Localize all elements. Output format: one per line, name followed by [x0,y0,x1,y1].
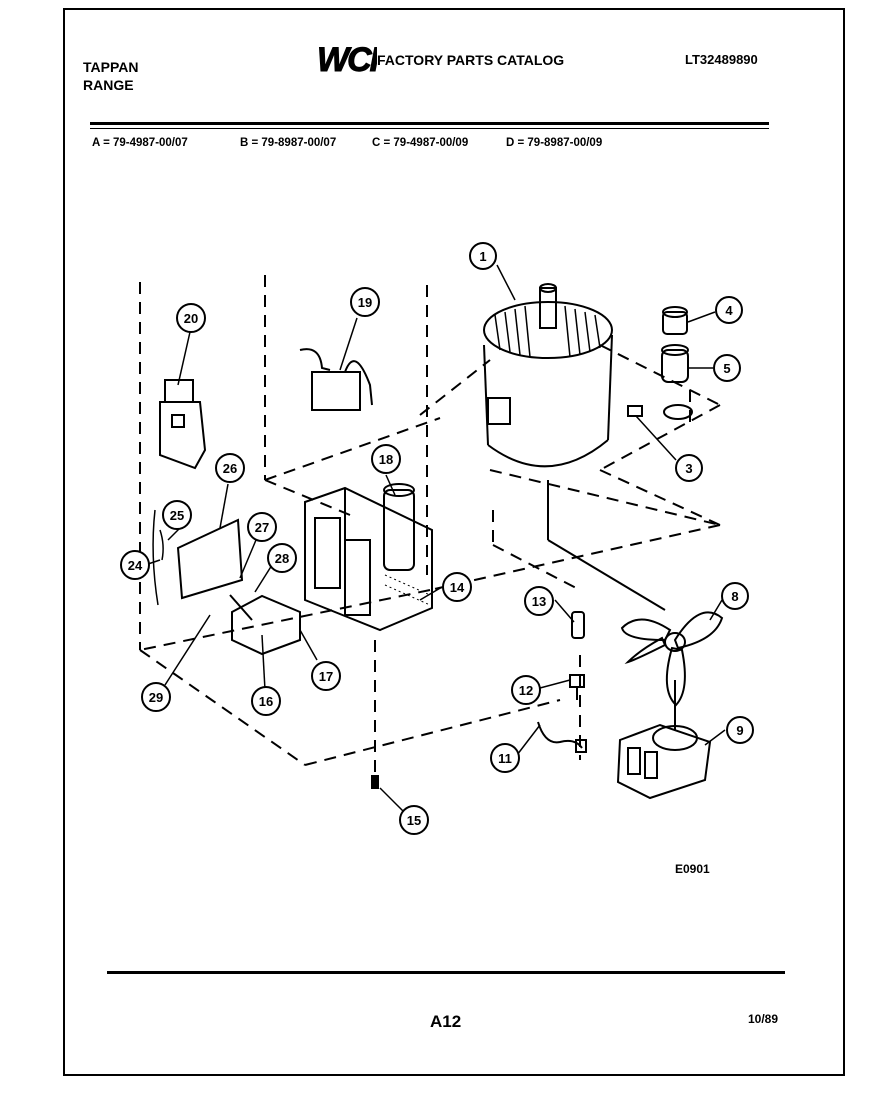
callout-12: 12 [511,675,541,705]
callout-4: 4 [715,296,743,324]
callout-14: 14 [442,572,472,602]
svg-text:12: 12 [519,683,533,698]
part-guard-16 [229,594,301,656]
part-fan-blade [620,611,724,707]
svg-text:1: 1 [479,249,486,264]
part-transformer [304,483,433,632]
svg-text:28: 28 [275,551,289,566]
brand-line-1: TAPPAN [83,59,139,75]
svg-text:19: 19 [358,295,372,310]
svg-text:4: 4 [725,303,733,318]
svg-text:18: 18 [379,452,393,467]
callout-13: 13 [524,586,554,616]
svg-text:5: 5 [723,361,730,376]
callout-11: 11 [490,743,520,773]
part-board-26 [176,518,244,600]
callout-17: 17 [311,661,341,691]
callout-24: 24 [120,550,150,580]
part-switch-12 [569,674,585,700]
callout-15: 15 [399,805,429,835]
model-number: LT32489890 [685,52,758,67]
callout-28: 28 [267,543,297,573]
callout-5: 5 [713,354,741,382]
svg-text:26: 26 [223,461,237,476]
page-number: A12 [430,1012,462,1031]
svg-text:16: 16 [259,694,273,709]
svg-text:9: 9 [736,723,743,738]
brand-block: TAPPAN RANGE [83,58,138,94]
svg-text:11: 11 [498,751,512,766]
svg-text:3: 3 [685,461,692,476]
part-bracket-13 [571,611,585,639]
variant-b: B = 79-8987-00/07 [240,137,337,149]
callout-20: 20 [176,303,206,333]
callout-26: 26 [215,453,245,483]
svg-text:29: 29 [149,690,163,705]
svg-text:15: 15 [407,813,421,828]
footer-rule [107,971,785,974]
callout-25: 25 [162,500,192,530]
svg-text:25: 25 [170,508,184,523]
callout-3: 3 [675,454,703,482]
part-wire-24-25 [152,509,164,606]
part-harness-19 [299,348,373,411]
part-screw-15 [371,775,379,789]
callout-27: 27 [247,512,277,542]
svg-text:24: 24 [128,558,143,573]
page-frame [63,8,845,1076]
header-rule-thin [90,128,769,129]
assembly-outline [139,275,721,775]
leader-lines [144,264,726,814]
part-fan-motor [616,680,712,800]
part-bracket-20 [159,379,207,470]
variant-c: C = 79-4987-00/09 [372,137,469,149]
variant-d: D = 79-8987-00/09 [506,137,603,149]
part-wire-11 [537,721,587,753]
callout-1: 1 [469,242,497,270]
brand-line-2: RANGE [83,77,134,93]
svg-text:27: 27 [255,520,269,535]
header-rule [90,122,769,125]
svg-text:17: 17 [319,669,333,684]
svg-text:8: 8 [731,589,738,604]
callout-16: 16 [251,686,281,716]
svg-text:WCI: WCI [317,41,377,76]
diagram-code: E0901 [675,862,710,876]
part-clip-3 [627,405,643,417]
variant-a: A = 79-4987-00/07 [92,137,188,149]
callout-8: 8 [721,582,749,610]
wci-logo: WCI [317,41,378,77]
callout-29: 29 [141,682,171,712]
part-capacitor [661,306,693,420]
callout-18: 18 [371,444,401,474]
revision-date: 10/89 [748,1012,779,1026]
callout-9: 9 [726,716,754,744]
svg-text:13: 13 [532,594,546,609]
catalog-title: FACTORY PARTS CATALOG [377,52,565,68]
svg-text:20: 20 [184,311,198,326]
part-motor [483,283,666,611]
callout-19: 19 [350,287,380,317]
svg-text:14: 14 [450,580,465,595]
